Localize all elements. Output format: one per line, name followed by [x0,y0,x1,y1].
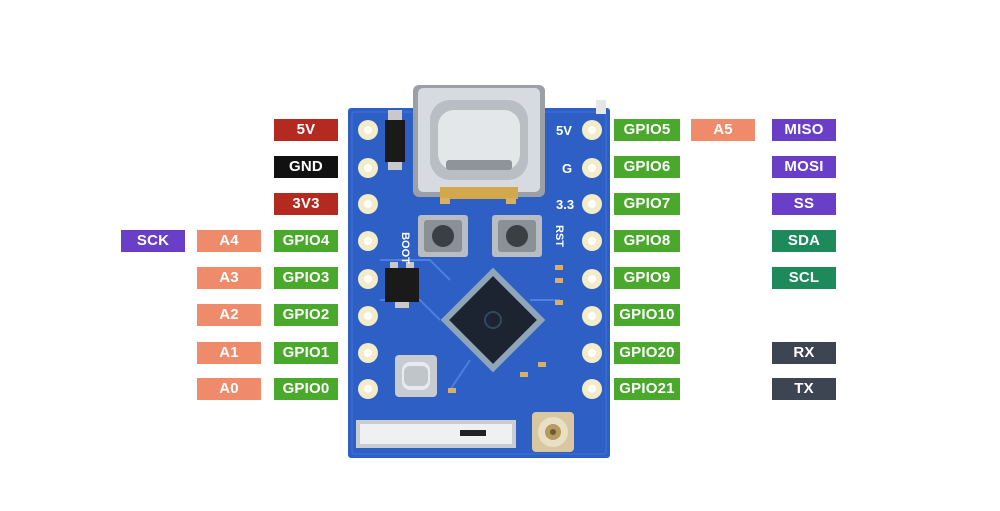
usb-c-connector-icon [413,85,545,199]
silk-3v3: 3.3 [556,197,574,212]
antenna-connector-icon [532,412,574,452]
label-a5: A5 [691,119,755,141]
label-gpio5: GPIO5 [614,119,680,141]
label-ss: SS [772,193,836,215]
left-pin-pads [358,120,378,399]
label-scl: SCL [772,267,836,289]
label-gpio4: GPIO4 [274,230,338,252]
label-gpio20: GPIO20 [614,342,680,364]
label-gpio8: GPIO8 [614,230,680,252]
label-gpio10: GPIO10 [614,304,680,326]
label-5v: 5V [274,119,338,141]
label-gpio3: GPIO3 [274,267,338,289]
label-a0: A0 [197,378,261,400]
silk-5v: 5V [556,123,572,138]
silk-rst: RST [553,225,565,247]
label-gpio0: GPIO0 [274,378,338,400]
label-sck: SCK [121,230,185,252]
label-tx: TX [772,378,836,400]
label-a4: A4 [197,230,261,252]
label-miso: MISO [772,119,836,141]
label-a3: A3 [197,267,261,289]
label-sda: SDA [772,230,836,252]
chip-antenna-icon [356,420,516,448]
label-a2: A2 [197,304,261,326]
right-pin-pads [582,120,602,399]
silk-g: G [562,161,572,176]
label-gpio6: GPIO6 [614,156,680,178]
label-rx: RX [772,342,836,364]
boot-button-icon [418,215,468,257]
reset-button-icon [492,215,542,257]
label-gpio9: GPIO9 [614,267,680,289]
crystal-icon [395,355,437,397]
label-gnd: GND [274,156,338,178]
label-gpio21: GPIO21 [614,378,680,400]
label-3v3: 3V3 [274,193,338,215]
label-gpio1: GPIO1 [274,342,338,364]
silk-boot: BOOT [399,232,411,264]
label-gpio2: GPIO2 [274,304,338,326]
label-mosi: MOSI [772,156,836,178]
label-a1: A1 [197,342,261,364]
label-gpio7: GPIO7 [614,193,680,215]
